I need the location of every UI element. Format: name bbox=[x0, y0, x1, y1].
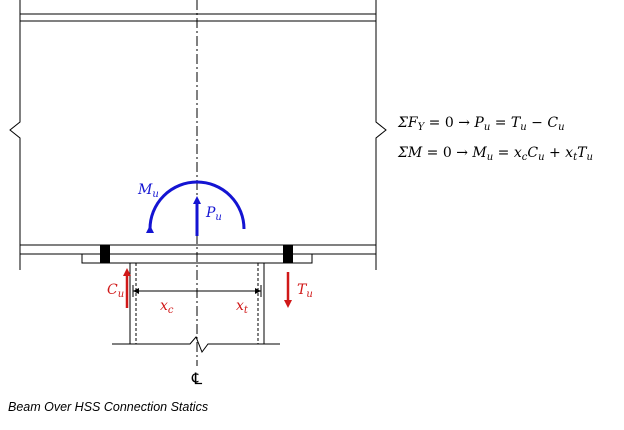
equation-moment-balance: ΣM = 0 → Mu = xcCu + xtTu bbox=[397, 145, 593, 163]
column-right-edge-break bbox=[375, 0, 387, 270]
hss-break-line bbox=[112, 336, 280, 354]
equation-force-balance: ΣFY = 0 → Pu = Tu − Cu bbox=[397, 115, 565, 133]
xc-label: xc bbox=[160, 298, 174, 316]
hss-post bbox=[112, 263, 280, 354]
left-bolt bbox=[100, 245, 110, 263]
xt-label: xt bbox=[236, 298, 249, 316]
tension-force-label: Tu bbox=[297, 282, 313, 300]
moment-arc-arrow bbox=[145, 180, 246, 234]
compression-force-label: Cu bbox=[107, 282, 124, 300]
axial-force-label: Pu bbox=[205, 205, 222, 223]
centerline-symbol: ℄ bbox=[191, 369, 203, 388]
dimension-lines bbox=[132, 285, 262, 297]
column-left-edge-break bbox=[9, 0, 21, 270]
moment-label: Mu bbox=[137, 182, 159, 200]
right-bolt bbox=[283, 245, 293, 263]
figure-caption: Beam Over HSS Connection Statics bbox=[8, 400, 209, 414]
